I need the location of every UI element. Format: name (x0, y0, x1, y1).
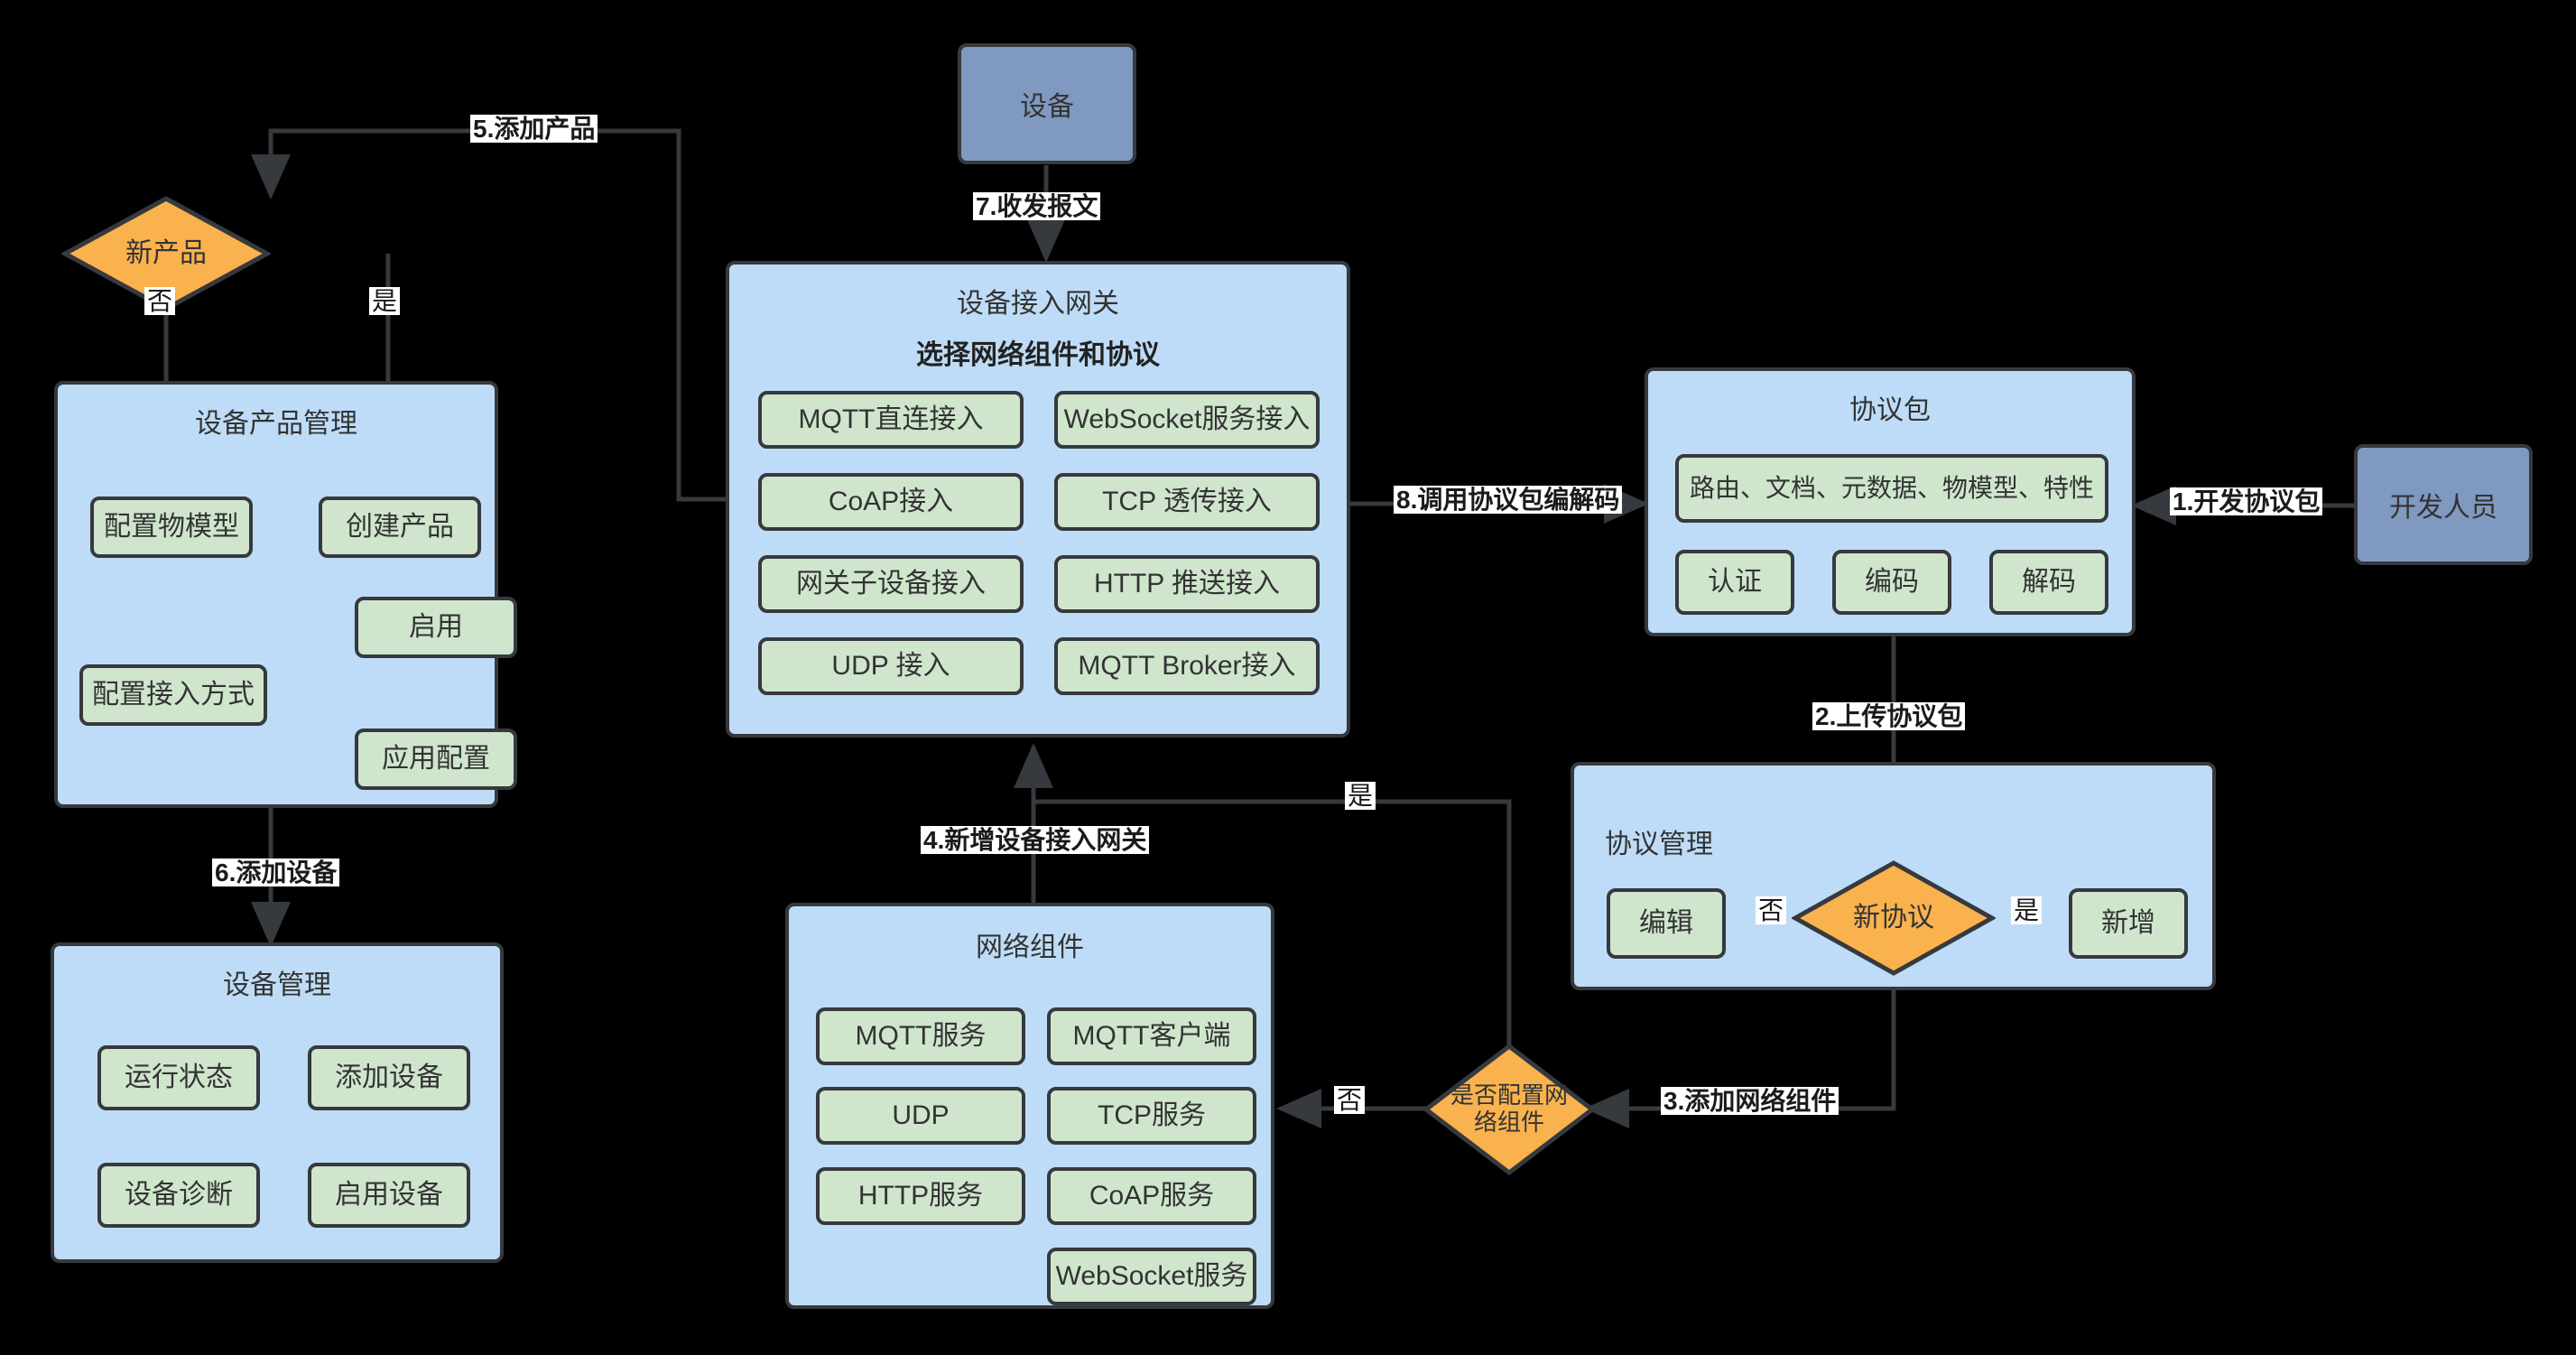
edge-label-step5: 5.添加产品 (470, 115, 598, 144)
leaf-label: MQTT客户端 (1072, 1021, 1231, 1051)
leaf-add-device[interactable]: 添加设备 (308, 1045, 470, 1110)
group-network-components-title: 网络组件 (976, 933, 1084, 962)
leaf-label: 添加设备 (335, 1063, 443, 1092)
decision-new-protocol[interactable]: 新协议 (1792, 859, 1996, 977)
edge-label-yes-new-product: 是 (369, 287, 401, 316)
leaf-label: 启用 (409, 612, 463, 642)
diamond-shape-configure-network-components (1422, 1043, 1596, 1176)
edge-label-no-new-product: 否 (144, 287, 176, 316)
leaf-device-diagnostics[interactable]: 设备诊断 (97, 1163, 260, 1228)
leaf-label: 编辑 (1639, 908, 1693, 938)
leaf-configure-thing-model[interactable]: 配置物模型 (90, 497, 253, 558)
group-device-management-title: 设备管理 (223, 970, 331, 1000)
actor-developer[interactable]: 开发人员 (2354, 444, 2533, 565)
leaf-label: HTTP服务 (857, 1181, 984, 1211)
leaf-mqtt-direct-access[interactable]: MQTT直连接入 (758, 391, 1024, 449)
leaf-create-product[interactable]: 创建产品 (319, 497, 481, 558)
group-protocol-management-title: 协议管理 (1605, 830, 1713, 859)
group-device-access-gateway: 设备接入网关 选择网络组件和协议 MQTT直连接入 WebSocket服务接入 … (726, 261, 1350, 738)
leaf-udp-access[interactable]: UDP 接入 (758, 637, 1024, 695)
leaf-mqtt-broker-access[interactable]: MQTT Broker接入 (1054, 637, 1320, 695)
leaf-enable-device[interactable]: 启用设备 (308, 1163, 470, 1228)
leaf-label: MQTT Broker接入 (1078, 651, 1296, 681)
leaf-authentication[interactable]: 认证 (1675, 550, 1794, 615)
leaf-configure-access-method[interactable]: 配置接入方式 (79, 664, 267, 726)
leaf-label: HTTP 推送接入 (1093, 569, 1281, 599)
leaf-label: MQTT服务 (855, 1021, 987, 1051)
edge-label-yes-new-protocol: 是 (2011, 896, 2043, 925)
group-network-components: 网络组件 MQTT服务 MQTT客户端 UDP TCP服务 HTTP服务 CoA… (785, 903, 1274, 1309)
leaf-label: 网关子设备接入 (796, 569, 986, 599)
leaf-label: 运行状态 (125, 1063, 233, 1092)
leaf-label: 配置接入方式 (92, 680, 255, 710)
group-device-management: 设备管理 运行状态 添加设备 设备诊断 启用设备 (51, 942, 504, 1263)
group-device-access-gateway-title: 设备接入网关 (957, 289, 1119, 319)
leaf-websocket-service-access[interactable]: WebSocket服务接入 (1054, 391, 1320, 449)
edge-label-step3: 3.添加网络组件 (1661, 1087, 1839, 1116)
leaf-udp[interactable]: UDP (816, 1087, 1025, 1145)
leaf-label: CoAP接入 (828, 487, 954, 516)
leaf-label: 路由、文档、元数据、物模型、特性 (1689, 474, 2094, 503)
group-protocol-package: 协议包 路由、文档、元数据、物模型、特性 认证 编码 解码 (1645, 367, 2136, 636)
group-protocol-package-title: 协议包 (1849, 395, 1931, 425)
leaf-enable[interactable]: 启用 (355, 597, 517, 658)
edge-label-step6: 6.添加设备 (212, 858, 340, 887)
actor-device[interactable]: 设备 (958, 43, 1136, 164)
leaf-label: 编码 (1865, 567, 1919, 597)
leaf-apply-config[interactable]: 应用配置 (355, 729, 517, 790)
edge-label-step4: 4.新增设备接入网关 (921, 826, 1150, 855)
edge-label-no-new-protocol: 否 (1756, 896, 1787, 925)
leaf-mqtt-client[interactable]: MQTT客户端 (1047, 1007, 1256, 1065)
leaf-encode[interactable]: 编码 (1832, 550, 1951, 615)
edge-label-step1: 1.开发协议包 (2170, 487, 2323, 516)
leaf-label: MQTT直连接入 (798, 404, 984, 434)
group-device-access-gateway-subtitle: 选择网络组件和协议 (916, 340, 1160, 370)
edge-label-step8: 8.调用协议包编解码 (1394, 486, 1623, 515)
leaf-tcp-transparent-access[interactable]: TCP 透传接入 (1054, 473, 1320, 531)
leaf-add-protocol[interactable]: 新增 (2069, 888, 2188, 959)
edge-label-yes-network-components: 是 (1345, 782, 1376, 811)
actor-developer-label: 开发人员 (2389, 493, 2497, 523)
leaf-label: WebSocket服务接入 (1063, 404, 1311, 434)
leaf-label: 应用配置 (382, 744, 490, 774)
leaf-label: WebSocket服务 (1055, 1261, 1248, 1291)
leaf-label: 认证 (1708, 567, 1762, 597)
leaf-coap-service[interactable]: CoAP服务 (1047, 1167, 1256, 1225)
leaf-label: 配置物模型 (104, 512, 239, 542)
leaf-label: TCP服务 (1098, 1100, 1206, 1130)
leaf-label: TCP 透传接入 (1102, 487, 1272, 516)
actor-device-label: 设备 (1020, 92, 1074, 122)
leaf-routing-doc-metadata-thingmodel-features[interactable]: 路由、文档、元数据、物模型、特性 (1675, 454, 2108, 523)
leaf-tcp-service[interactable]: TCP服务 (1047, 1087, 1256, 1145)
leaf-running-status[interactable]: 运行状态 (97, 1045, 260, 1110)
leaf-label: UDP (892, 1100, 950, 1130)
edge-label-step2: 2.上传协议包 (1812, 702, 1966, 731)
leaf-label: 启用设备 (335, 1180, 443, 1210)
leaf-http-push-access[interactable]: HTTP 推送接入 (1054, 555, 1320, 613)
leaf-decode[interactable]: 解码 (1989, 550, 2108, 615)
group-device-product-management: 设备产品管理 配置物模型 创建产品 启用 应用配置 配置接入方式 (54, 381, 517, 808)
leaf-websocket-service[interactable]: WebSocket服务 (1047, 1248, 1256, 1305)
leaf-gateway-subdevice-access[interactable]: 网关子设备接入 (758, 555, 1024, 613)
leaf-label: 创建产品 (346, 512, 454, 542)
leaf-edit-protocol[interactable]: 编辑 (1607, 888, 1726, 959)
leaf-label: 设备诊断 (125, 1180, 233, 1210)
group-device-product-management-title: 设备产品管理 (195, 409, 357, 439)
leaf-label: 解码 (2022, 567, 2076, 597)
leaf-coap-access[interactable]: CoAP接入 (758, 473, 1024, 531)
leaf-http-service[interactable]: HTTP服务 (816, 1167, 1025, 1225)
diamond-shape-new-protocol (1792, 860, 1996, 976)
leaf-label: CoAP服务 (1089, 1181, 1215, 1211)
leaf-label: UDP 接入 (831, 651, 950, 681)
edge-label-step7: 7.收发报文 (973, 192, 1101, 221)
leaf-mqtt-service[interactable]: MQTT服务 (816, 1007, 1025, 1065)
leaf-label: 新增 (2101, 908, 2155, 938)
edge-label-no-network-components: 否 (1334, 1086, 1366, 1115)
decision-configure-network-components[interactable]: 是否配置网 络组件 (1422, 1043, 1596, 1176)
